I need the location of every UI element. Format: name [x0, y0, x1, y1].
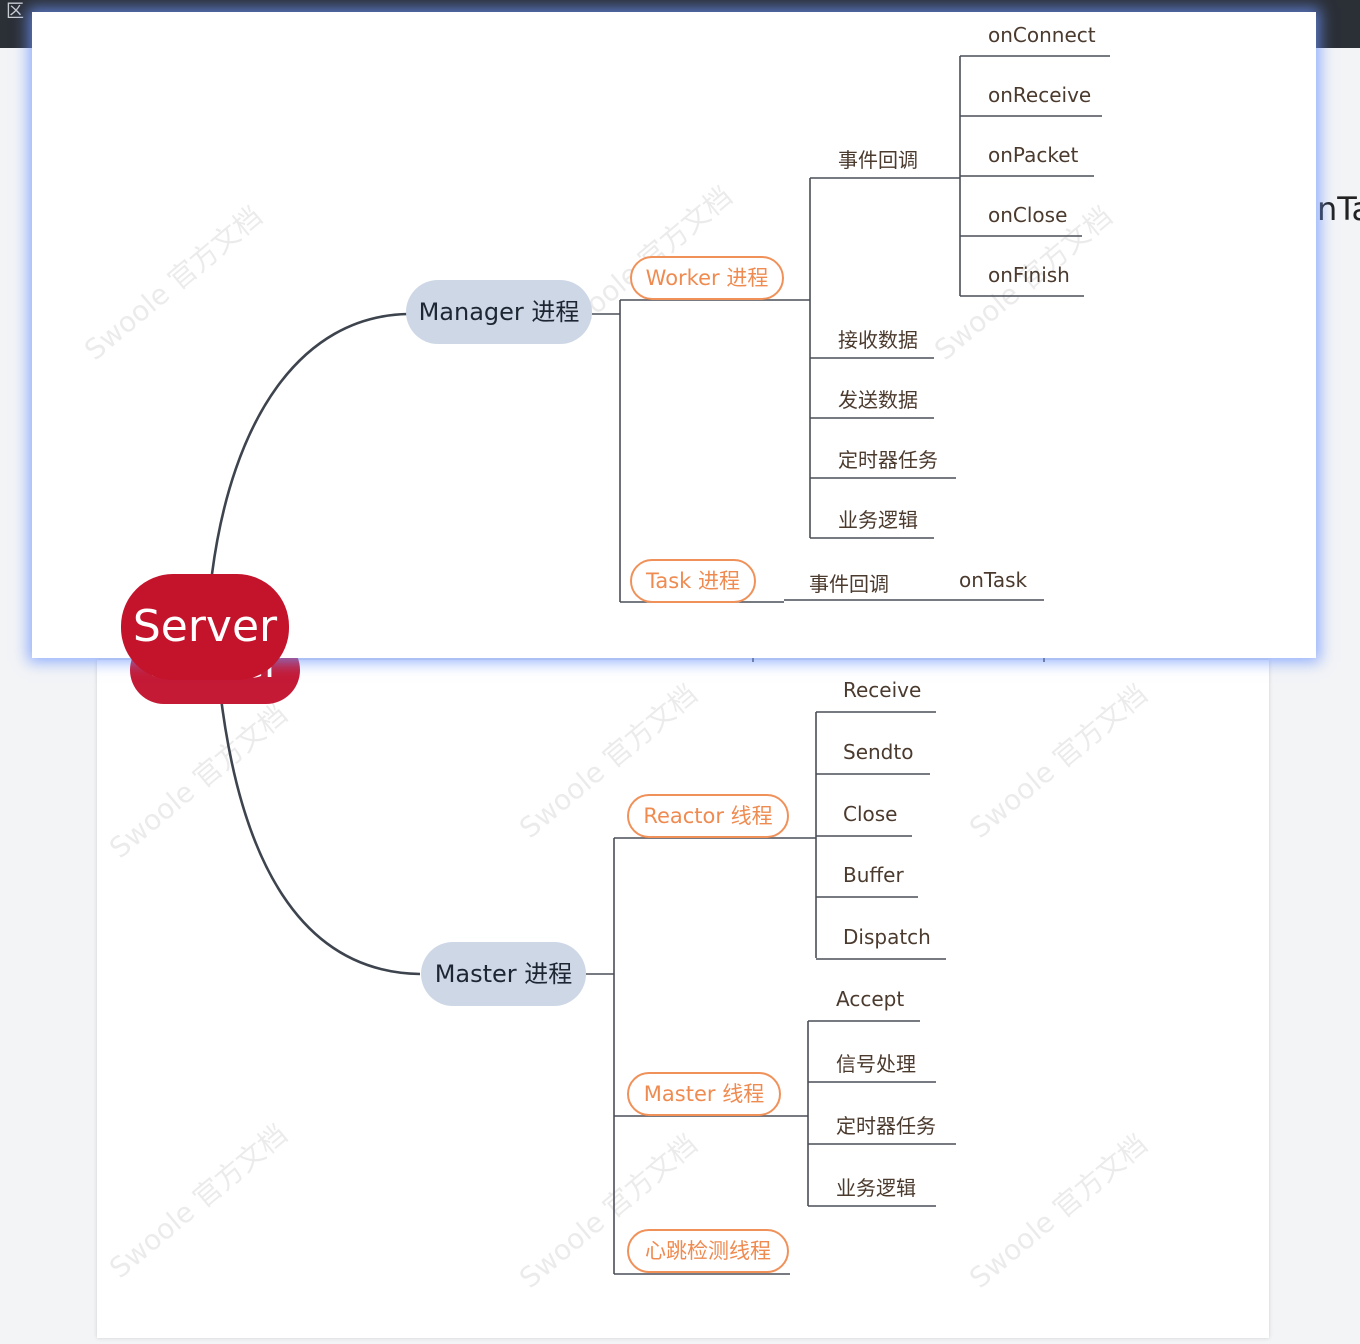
master-thread-item-accept: Accept: [836, 987, 905, 1011]
heartbeat-thread-node[interactable]: 心跳检测线程: [627, 1229, 789, 1273]
task-event-item-ontask: onTask: [959, 568, 1028, 592]
reactor-item-buffer: Buffer: [843, 863, 904, 887]
worker-item-timer-task: 定时器任务: [838, 448, 938, 472]
mindmap-panel-manager: Swoole 官方文档 Swoole 官方文档 Swoole 官方文档: [32, 12, 1316, 658]
manager-process-node[interactable]: Manager 进程: [406, 280, 592, 344]
server-root-node[interactable]: Server: [121, 574, 289, 680]
root-to-master-curve: [218, 689, 421, 976]
master-thread-item-logic: 业务逻辑: [836, 1176, 916, 1200]
mindmap-panel-master: Swoole 官方文档 Swoole 官方文档 Swoole 官方文档 Swoo…: [97, 660, 1269, 1338]
worker-item-send-data: 发送数据: [838, 388, 918, 412]
close-icon[interactable]: 区: [6, 1, 24, 22]
worker-item-receive-data: 接收数据: [838, 328, 918, 352]
reactor-thread-node[interactable]: Reactor 线程: [627, 794, 789, 838]
event-item-onpacket: onPacket: [988, 143, 1079, 167]
task-process-node[interactable]: Task 进程: [630, 559, 756, 603]
reactor-item-sendto: Sendto: [843, 740, 914, 764]
reactor-item-receive: Receive: [843, 678, 922, 702]
root-to-manager-curve: [210, 312, 409, 575]
event-item-onclose: onClose: [988, 203, 1068, 227]
reactor-item-close: Close: [843, 802, 898, 826]
event-item-onconnect: onConnect: [988, 23, 1096, 47]
background-text-fragment: nTa: [1317, 190, 1360, 228]
event-item-onreceive: onReceive: [988, 83, 1092, 107]
event-item-onfinish: onFinish: [988, 263, 1070, 287]
task-event-callback-label: 事件回调: [809, 572, 889, 596]
worker-process-node[interactable]: Worker 进程: [630, 256, 784, 300]
worker-event-callback-label: 事件回调: [838, 148, 918, 172]
master-thread-node[interactable]: Master 线程: [627, 1072, 781, 1116]
reactor-item-dispatch: Dispatch: [843, 925, 931, 949]
master-thread-item-signal: 信号处理: [836, 1052, 916, 1076]
worker-item-business-logic: 业务逻辑: [838, 508, 918, 532]
master-process-node[interactable]: Master 进程: [421, 942, 586, 1006]
master-thread-item-timer: 定时器任务: [836, 1114, 936, 1138]
